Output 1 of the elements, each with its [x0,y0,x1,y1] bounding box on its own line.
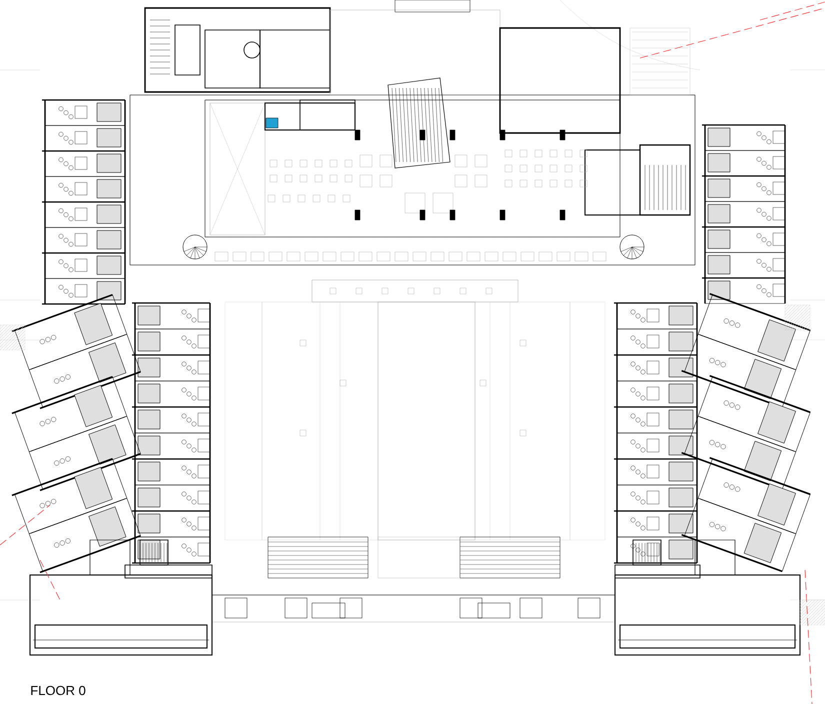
plan-title: FLOOR 0 [31,686,86,696]
